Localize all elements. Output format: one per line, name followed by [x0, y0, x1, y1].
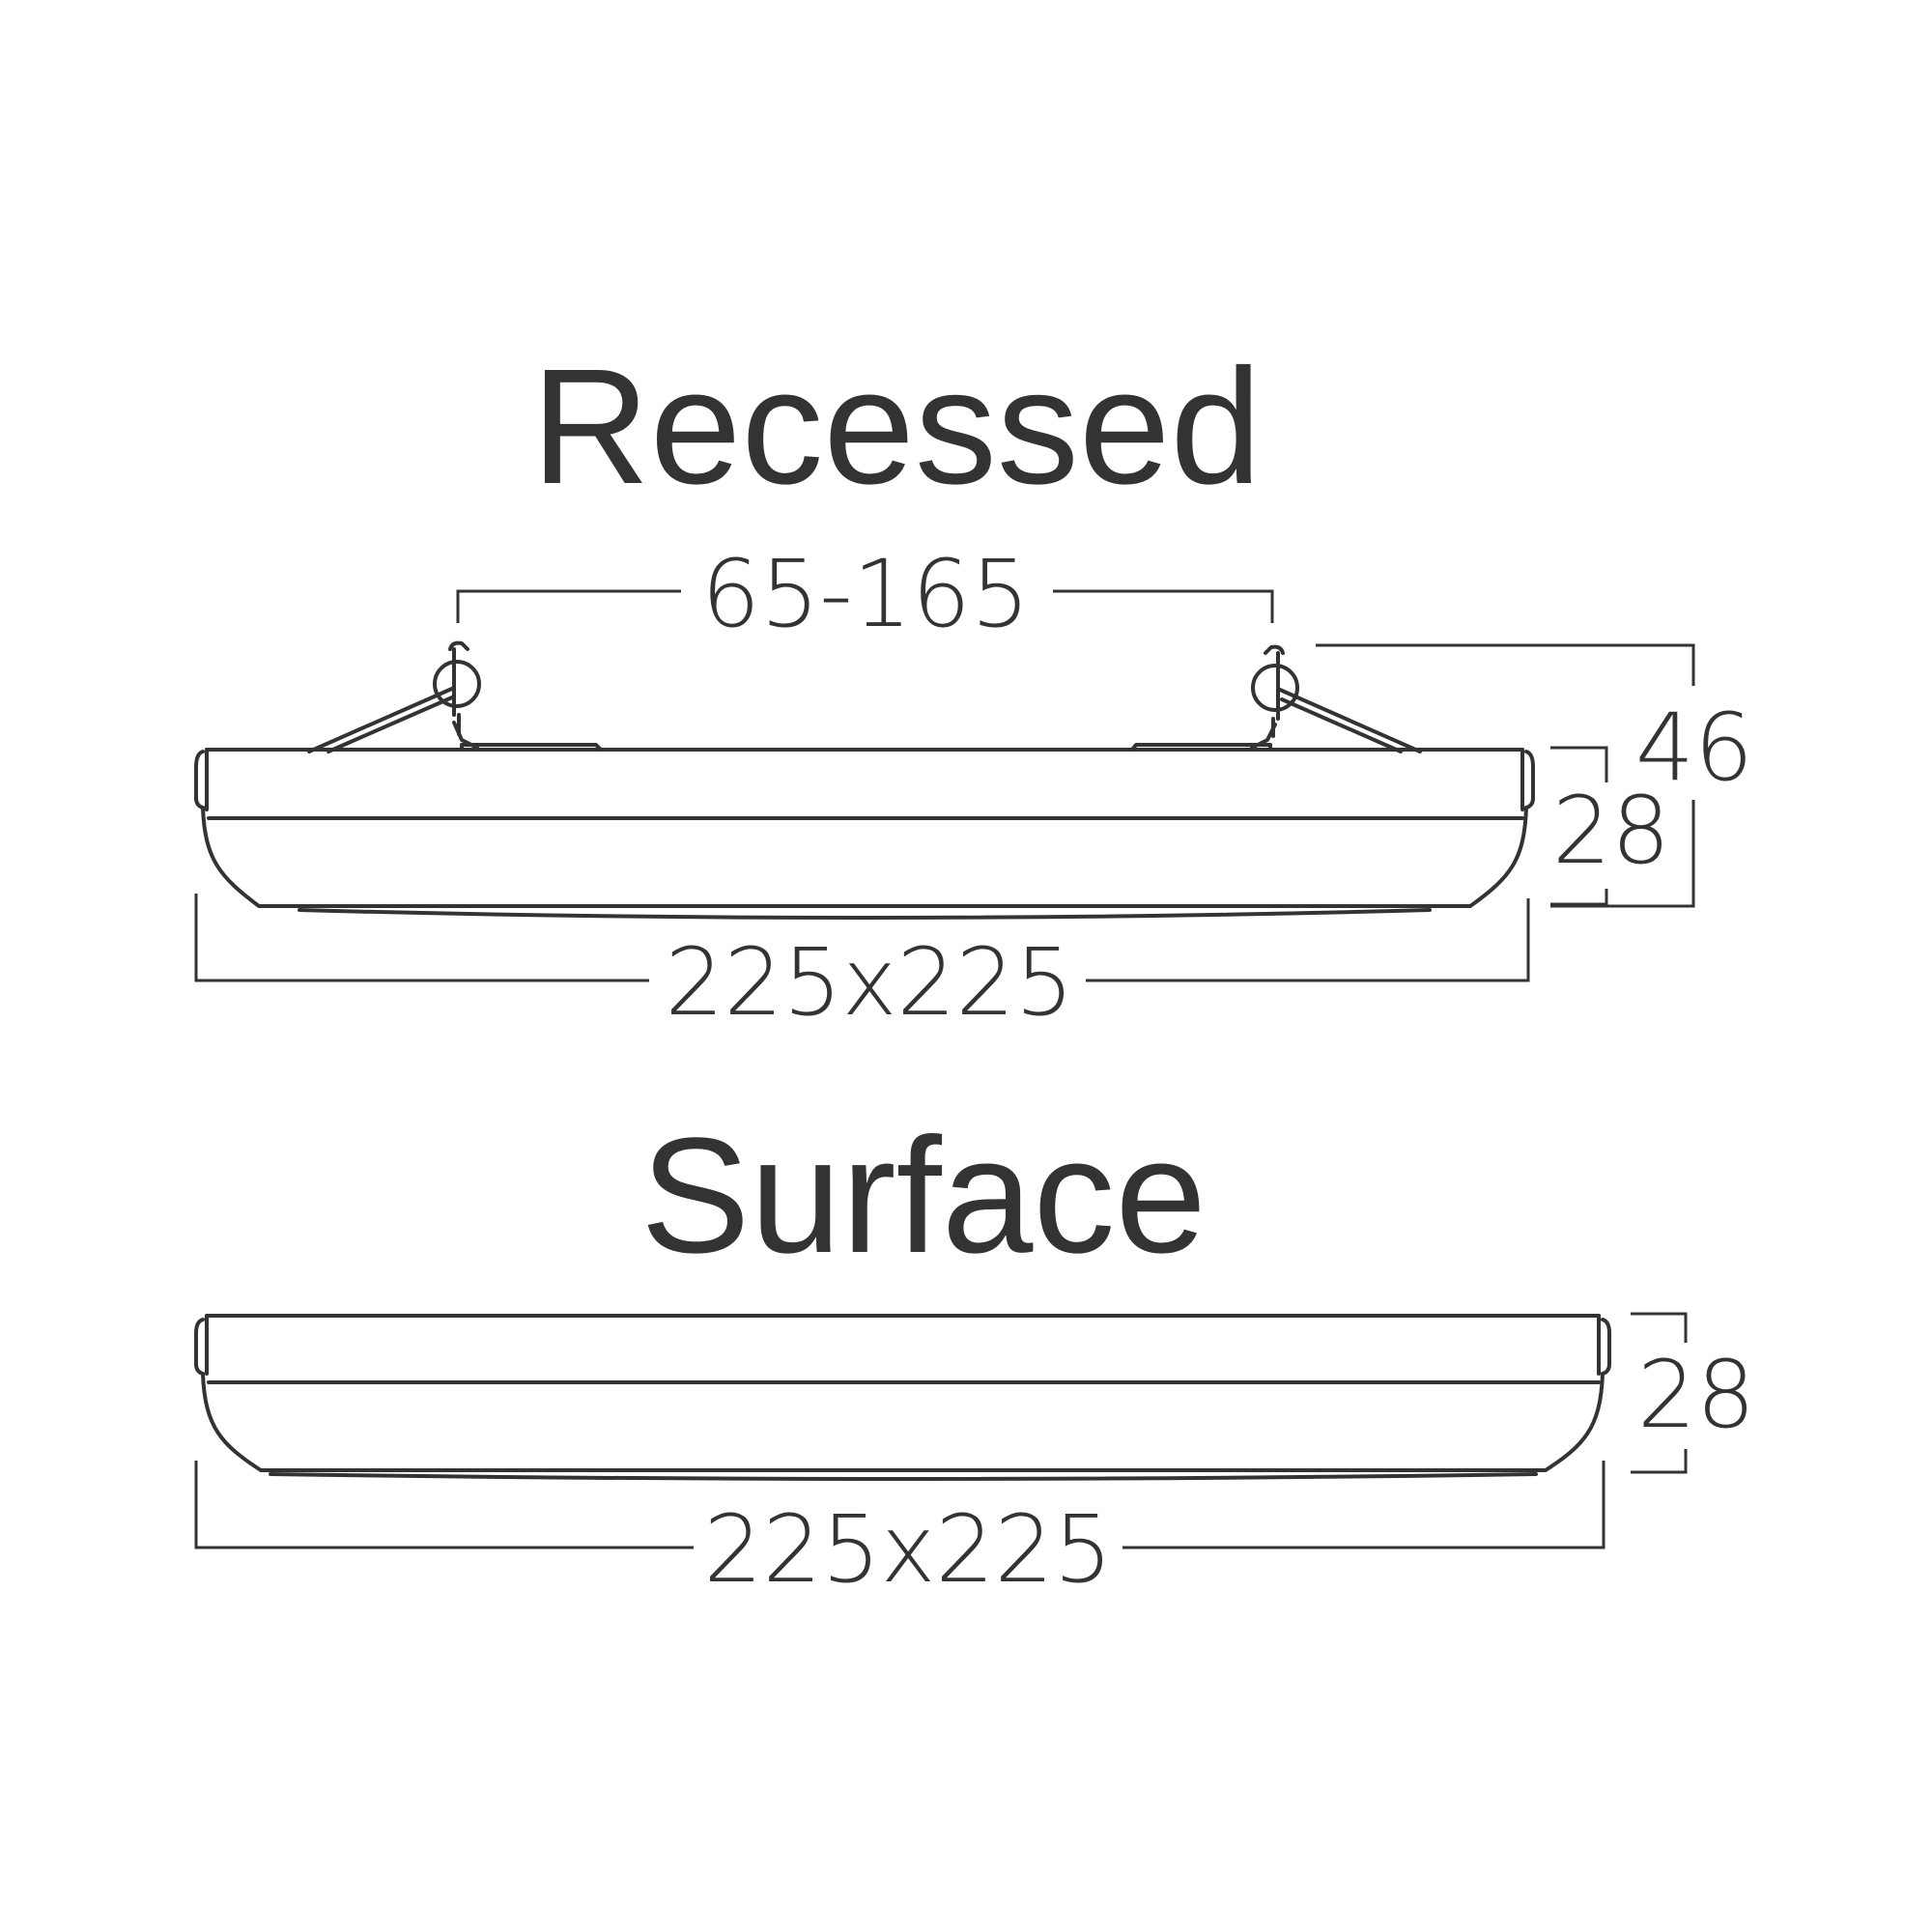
- surface-luminaire-body: [194, 1314, 1611, 1481]
- recessed-total-height-label: 46: [1635, 694, 1753, 802]
- recessed-spring-clip-right: [1250, 644, 1422, 753]
- surface-title: Surface: [640, 1104, 1207, 1288]
- recessed-title: Recessed: [531, 335, 1262, 519]
- surface-size-dimension: 225x225: [194, 1461, 1605, 1604]
- recessed-body-height-dimension: 28: [1550, 746, 1670, 906]
- surface-size-label: 225x225: [703, 1495, 1112, 1604]
- recessed-cutout-label: 65-165: [701, 540, 1030, 648]
- recessed-body-height-label: 28: [1552, 777, 1670, 885]
- recessed-mounting-ledges: [460, 743, 1272, 752]
- recessed-luminaire-body: [194, 748, 1535, 920]
- recessed-total-height-dimension: 46: [1316, 643, 1753, 908]
- recessed-size-label: 225x225: [665, 928, 1073, 1037]
- surface-body-height-label: 28: [1637, 1341, 1755, 1449]
- recessed-spring-clip-left: [307, 640, 481, 753]
- surface-body-height-dimension: 28: [1631, 1312, 1755, 1474]
- recessed-cutout-dimension: 65-165: [456, 540, 1274, 648]
- recessed-size-dimension: 225x225: [194, 894, 1530, 1037]
